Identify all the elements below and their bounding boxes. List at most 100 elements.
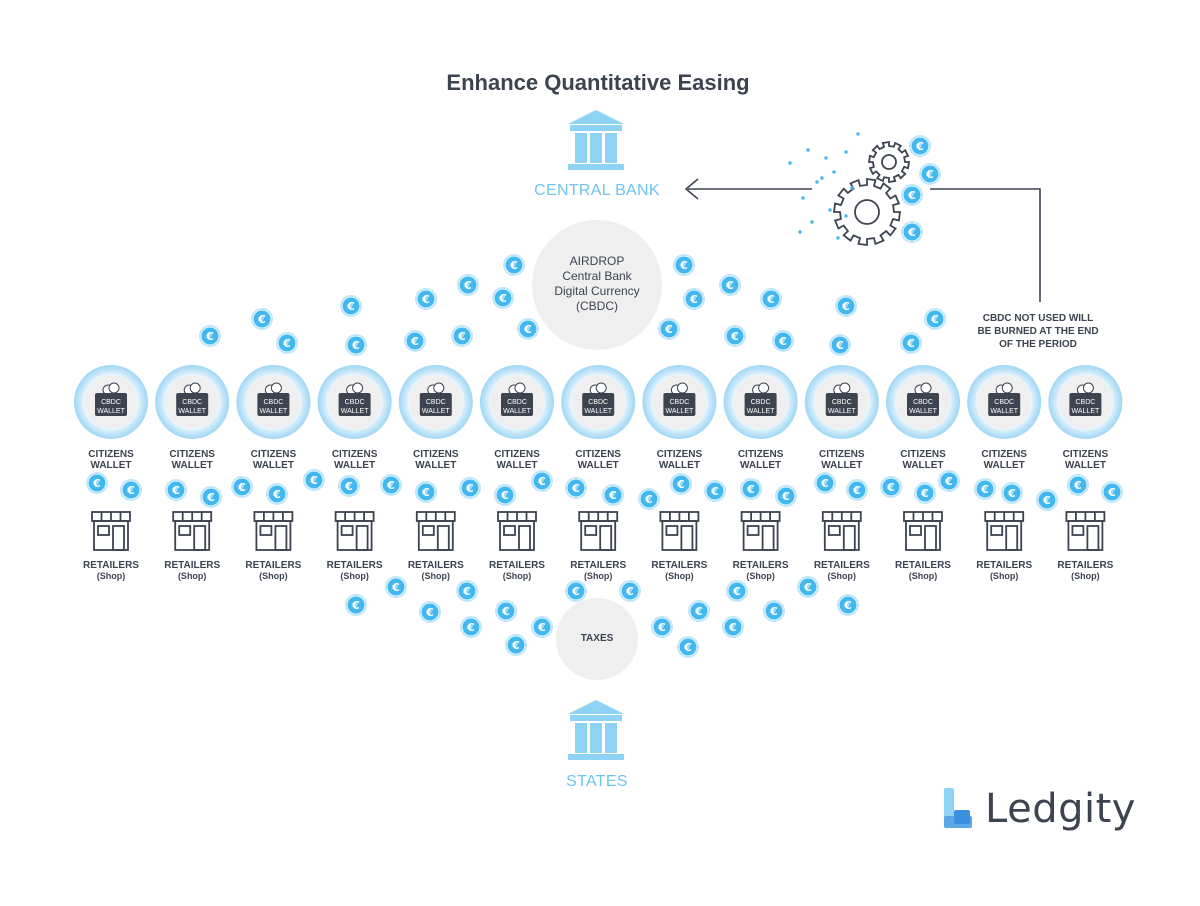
euro-symbol: €	[92, 477, 101, 490]
euro-symbol: €	[843, 599, 852, 612]
euro-coin: €	[846, 479, 868, 501]
euro-symbol: €	[272, 488, 281, 501]
retailer-shop-icon	[415, 511, 456, 551]
euro-coin: €	[880, 476, 902, 498]
euro-coin: €	[974, 478, 996, 500]
euro-symbol: €	[171, 484, 180, 497]
euro-symbol: €	[608, 489, 617, 502]
euro-coin: €	[505, 634, 527, 656]
retailer-shop-icon	[91, 511, 131, 551]
euro-coin: €	[638, 488, 660, 510]
citizens-wallet-line-2: WALLET	[740, 460, 782, 471]
euro-coin: €	[494, 484, 516, 506]
euro-coin: €	[688, 600, 710, 622]
euro-coin: €	[772, 330, 794, 352]
euro-symbol: €	[944, 475, 953, 488]
euro-symbol: €	[835, 339, 844, 352]
euro-symbol: €	[625, 585, 634, 598]
states-icon	[568, 700, 624, 760]
euro-coin: €	[492, 287, 514, 309]
retailers-line-1: RETAILERS	[164, 560, 221, 571]
airdrop-line-2: Central Bank	[562, 269, 632, 283]
citizens-wallet-line-1: CITIZENS	[981, 449, 1027, 460]
wallet-icon-text-1: CBDC	[263, 399, 283, 406]
airdrop-line-4: (CBDC)	[576, 299, 618, 313]
retailers-label: RETAILERS(Shop)	[797, 560, 887, 582]
euro-symbol: €	[501, 605, 510, 618]
euro-coin: €	[385, 576, 407, 598]
euro-symbol: €	[664, 323, 673, 336]
retailers-label: RETAILERS(Shop)	[716, 560, 806, 582]
citizens-wallet-line-2: WALLET	[902, 460, 944, 471]
burn-note-line-2: BE BURNED AT THE END	[977, 326, 1099, 337]
euro-symbol: €	[511, 639, 520, 652]
burn-dot	[806, 148, 810, 152]
citizens-wallet-line-2: WALLET	[1064, 460, 1106, 471]
burn-dot	[810, 220, 814, 224]
euro-coin: €	[503, 254, 525, 276]
euro-coin: €	[602, 484, 624, 506]
citizens-wallet-line-2: WALLET	[334, 460, 376, 471]
wallet-icon-text-1: CBDC	[1075, 399, 1095, 406]
retailers-line-2: (Shop)	[96, 571, 126, 581]
wallet-icon-text-1: CBDC	[832, 399, 852, 406]
euro-coin: €	[658, 318, 680, 340]
euro-coin: €	[797, 576, 819, 598]
return-arrow	[684, 178, 1041, 302]
euro-coin: €	[345, 594, 367, 616]
euro-coin: €	[460, 616, 482, 638]
retailer-shop-icon	[334, 511, 375, 551]
retailers-label: RETAILERS(Shop)	[310, 560, 400, 582]
euro-symbol: €	[537, 621, 546, 634]
burn-dot	[828, 208, 832, 212]
euro-symbol: €	[694, 605, 703, 618]
retailer-shop-icon	[497, 511, 537, 551]
euro-coin: €	[722, 616, 744, 638]
wallet-icon-text-2: WALLET	[990, 408, 1018, 415]
retailers-label: RETAILERS(Shop)	[147, 560, 237, 582]
euro-coin: €	[419, 601, 441, 623]
wallet-icon-text-1: CBDC	[669, 399, 689, 406]
retailers-line-2: (Shop)	[665, 571, 694, 581]
euro-symbol: €	[781, 490, 790, 503]
euro-symbol: €	[571, 585, 580, 598]
wallet-icon-text-1: CBDC	[751, 399, 771, 406]
euro-coin: €	[901, 221, 923, 243]
euro-symbol: €	[425, 606, 434, 619]
brand-logo-text: Ledgity	[985, 786, 1136, 832]
citizens-wallet-line-1: CITIZENS	[169, 449, 215, 460]
euro-coin: €	[924, 308, 946, 330]
euro-symbol: €	[465, 482, 474, 495]
burn-dot	[801, 196, 805, 200]
euro-coin: €	[120, 479, 142, 501]
wallet-icon-text-1: CBDC	[182, 399, 202, 406]
euro-symbol: €	[980, 483, 989, 496]
retailer-shop-icon	[172, 511, 213, 551]
euro-symbol: €	[1107, 486, 1116, 499]
burn-dot	[832, 170, 836, 174]
euro-coin: €	[565, 477, 587, 499]
euro-symbol: €	[1007, 487, 1016, 500]
euro-symbol: €	[466, 621, 475, 634]
citizens-wallet-line-2: WALLET	[658, 460, 700, 471]
wallet-icon-text-2: WALLET	[97, 408, 125, 415]
euro-symbol: €	[803, 581, 812, 594]
retailers-line-2: (Shop)	[1071, 571, 1100, 581]
euro-coin: €	[814, 472, 836, 494]
burn-note: CBDC NOT USED WILL BE BURNED AT THE END …	[958, 312, 1118, 351]
euro-symbol: €	[907, 189, 916, 202]
retailers-line-2: (Shop)	[177, 571, 207, 581]
burn-dot	[844, 214, 848, 218]
euro-symbol: €	[689, 293, 698, 306]
citizens-wallet-line-2: WALLET	[983, 460, 1025, 471]
euro-symbol: €	[725, 279, 734, 292]
wallet-icon-text-2: WALLET	[422, 408, 450, 415]
